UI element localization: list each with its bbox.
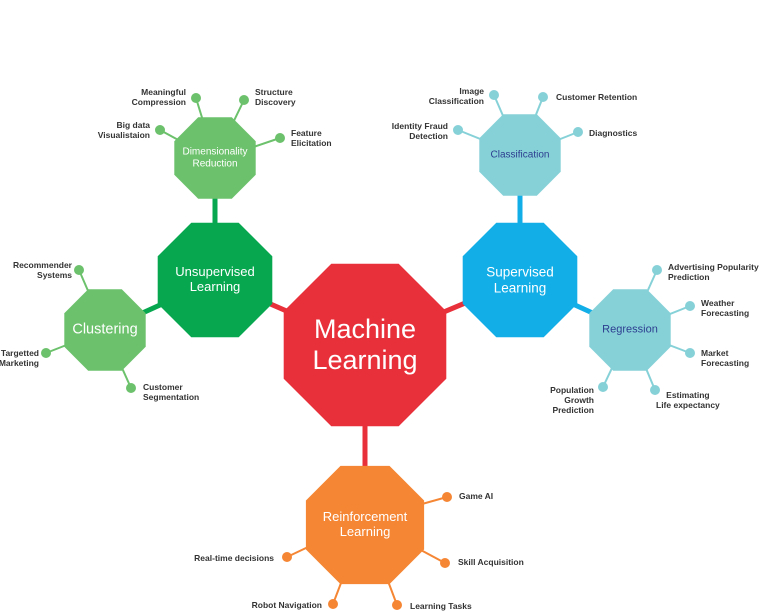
leaf-label-line: Market — [701, 348, 729, 358]
dot-customer-segmentation — [126, 383, 136, 393]
leaf-label-line: Population — [550, 385, 594, 395]
leaf-label-robot-navigation: Robot Navigation — [252, 600, 322, 610]
leaf-label-realtime: Real-time decisions — [194, 553, 274, 563]
leaf-label-line: Diagnostics — [589, 128, 638, 138]
dot-feature-elicitation — [275, 133, 285, 143]
dot-big-data — [155, 125, 165, 135]
leaf-label-line: Marketing — [0, 358, 39, 369]
leaf-label-line: Visualistaion — [97, 130, 150, 141]
leaf-label-line: Classification — [428, 96, 484, 107]
dot-skill-acquisition — [440, 558, 450, 568]
leaf-label-line: Meaningful — [141, 87, 186, 97]
dot-realtime — [282, 552, 292, 562]
leaf-label-line: Learning Tasks — [410, 601, 472, 611]
node-classification — [479, 114, 561, 196]
leaf-label-line: Discovery — [255, 97, 296, 108]
leaf-label-line: Compression — [131, 97, 186, 108]
leaf-label-line: Identity Fraud — [391, 121, 448, 131]
leaf-label-line: Structure — [255, 87, 293, 97]
dot-population — [598, 382, 608, 392]
leaf-label-line: Detection — [409, 131, 448, 142]
dot-market — [685, 348, 695, 358]
dot-advertising — [652, 265, 662, 275]
leaf-label-learning-tasks: Learning Tasks — [410, 601, 472, 611]
node-machine-learning — [283, 263, 447, 427]
dot-customer-retention — [538, 92, 548, 102]
node-supervised — [462, 222, 578, 338]
leaf-label-skill-acquisition: Skill Acquisition — [458, 557, 524, 567]
dot-diagnostics — [573, 127, 583, 137]
leaf-label-line: Big data — [116, 120, 150, 130]
node-unsupervised — [157, 222, 273, 338]
leaf-label-line: Feature — [291, 128, 322, 138]
leaf-label-line: Growth — [564, 395, 594, 406]
leaf-label-line: Image — [459, 86, 484, 96]
leaf-label-line: Weather — [701, 298, 735, 308]
dot-identity-fraud — [453, 125, 463, 135]
dot-estimating — [650, 385, 660, 395]
leaf-label-line: Prediction — [668, 272, 710, 283]
leaf-label-line: Customer — [143, 382, 183, 392]
leaf-label-line: Segmentation — [143, 392, 200, 403]
dot-learning-tasks — [392, 600, 402, 610]
leaf-label-customer-retention: Customer Retention — [556, 92, 637, 102]
leaf-label-line: Skill Acquisition — [458, 557, 524, 567]
leaf-label-line: Life expectancy — [656, 400, 720, 411]
leaf-label-diagnostics: Diagnostics — [589, 128, 637, 138]
dot-weather — [685, 301, 695, 311]
node-regression — [589, 289, 671, 371]
leaf-label-line: Estimating — [666, 390, 710, 400]
leaf-label-game-ai: Game AI — [459, 491, 493, 501]
leaf-label-line: Forecasting — [701, 358, 750, 369]
dot-image-classification — [489, 90, 499, 100]
leaf-label-line: Customer Retention — [556, 92, 638, 102]
dot-structure-discovery — [239, 95, 249, 105]
dot-targetted-marketing — [41, 348, 51, 358]
dot-game-ai — [442, 492, 452, 502]
leaf-label-line: Recommender — [12, 260, 72, 270]
node-clustering — [64, 289, 146, 371]
leaf-label-line: Advertising Popularity — [668, 262, 759, 272]
leaf-label-line: Targetted — [0, 348, 39, 358]
leaf-label-line: Elicitation — [291, 138, 332, 149]
dot-robot-navigation — [328, 599, 338, 609]
node-dimensionality — [174, 117, 256, 199]
leaf-label-line: Systems — [37, 270, 72, 281]
leaf-label-line: Prediction — [552, 405, 594, 416]
leaf-label-line: Real-time decisions — [194, 553, 274, 563]
dot-recommender — [74, 265, 84, 275]
node-reinforcement — [305, 465, 425, 585]
leaf-label-line: Game AI — [459, 491, 494, 501]
leaf-label-line: Forecasting — [701, 308, 750, 319]
leaf-label-line: Robot Navigation — [251, 600, 322, 610]
dot-meaningful-compression — [191, 93, 201, 103]
